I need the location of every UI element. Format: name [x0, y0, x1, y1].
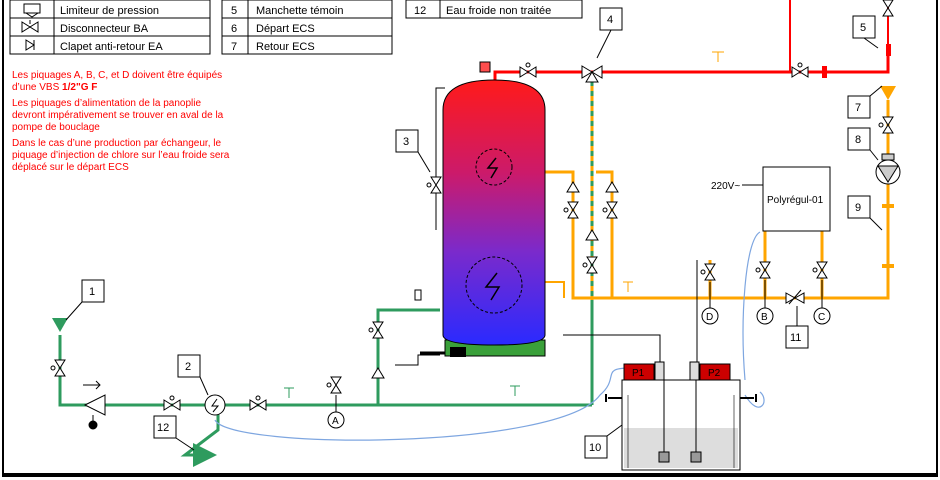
test-sleeve-red — [822, 66, 827, 78]
legend-middle: 5 Manchette témoin 6 Départ ECS 7 Retour… — [221, 0, 393, 55]
pump-p2-label: P2 — [708, 368, 721, 379]
callout-3: 3 — [403, 136, 409, 148]
pipe-supports-green — [284, 385, 520, 398]
legend-right: 12 Eau froide non traitée — [405, 0, 583, 19]
controller-name: Polyrégul-01 — [767, 195, 824, 206]
point-a: A — [332, 416, 339, 427]
note-line-8: déplacé sur le départ ECS — [12, 162, 129, 173]
cold-inlet-funnel — [52, 318, 68, 332]
legend-left: Limiteur de pression Disconnecteur BA Cl… — [9, 0, 211, 55]
note-line-1: Les piquages A, B, C, et D doivent être … — [12, 70, 222, 81]
controller-cable — [742, 231, 761, 381]
hot-water-pipes — [493, 0, 890, 80]
note-line-4: devront impérativement se trouver en ava… — [12, 110, 224, 121]
callout-12: 12 — [157, 422, 169, 434]
valves — [50, 0, 894, 430]
return-inlet-funnel — [880, 86, 896, 100]
pump-p1 — [623, 363, 655, 381]
legend-item-cold-water: Eau froide non traitée — [446, 5, 551, 17]
test-sleeve-hot — [886, 44, 891, 56]
plug-left-icon — [605, 394, 622, 402]
legend-item-sleeve: Manchette témoin — [256, 5, 343, 17]
legend-item-hot-outlet: Départ ECS — [256, 23, 315, 35]
drain-valve-icon — [450, 347, 466, 357]
point-b: B — [761, 312, 768, 323]
callout-10: 10 — [589, 442, 601, 454]
pump-cable — [744, 391, 765, 408]
controller: Polyrégul-01 220V~ — [711, 166, 831, 232]
note-line-7: piquage d’injection de chlore sur l’eau … — [12, 150, 230, 161]
point-c: C — [818, 312, 825, 323]
callout-7: 7 — [855, 102, 861, 114]
pump-p1-label: P1 — [632, 368, 645, 379]
return-pipes — [545, 100, 890, 300]
point-d: D — [706, 312, 713, 323]
hot-water-tank — [420, 61, 546, 357]
safety-valve-icon — [479, 61, 491, 73]
flow-arrow-icon — [83, 380, 101, 390]
legend-num-7: 7 — [231, 41, 237, 53]
callout-9: 9 — [855, 202, 861, 214]
legend-item-hot-return: Retour ECS — [256, 41, 315, 53]
legend-item-check-valve: Clapet anti-retour EA — [60, 41, 163, 53]
callout-2: 2 — [185, 361, 191, 373]
callout-11: 11 — [790, 332, 801, 344]
note-line-5: pompe de bouclage — [12, 122, 100, 133]
note-line-3: Les piquages d’alimentation de la panopl… — [12, 98, 201, 109]
tap-points: A B C D — [327, 280, 831, 429]
legend-item-pressure-limiter: Limiteur de pression — [60, 5, 159, 17]
note-line-6: Dans le cas d’une production par échange… — [12, 138, 221, 149]
pump-p2 — [699, 363, 731, 381]
callout-labels: 1 2 3 4 5 7 8 9 10 11 12 — [89, 14, 866, 454]
control-lines — [395, 87, 698, 380]
callout-1: 1 — [89, 286, 95, 298]
callout-5: 5 — [860, 22, 866, 34]
legend-num-12: 12 — [414, 5, 426, 17]
tank-body — [442, 79, 546, 346]
test-sleeve-return — [882, 204, 894, 208]
callouts — [65, 7, 883, 459]
signal-cable — [214, 367, 631, 441]
legend-item-disconnector: Disconnecteur BA — [60, 23, 149, 35]
circulation-pump-icon — [875, 153, 901, 185]
notes: Les piquages A, B, C, et D doivent être … — [12, 70, 230, 173]
test-sleeve-return-2 — [882, 264, 894, 268]
disconnector-icon — [21, 20, 39, 33]
callout-4: 4 — [607, 14, 613, 26]
legend-num-6: 6 — [231, 23, 237, 35]
check-valve-icon — [25, 39, 35, 51]
controller-voltage: 220V~ — [711, 181, 740, 192]
callout-8: 8 — [855, 134, 861, 146]
pressure-limiter-icon — [23, 3, 41, 18]
legend-num-5: 5 — [231, 5, 237, 17]
note-line-2: d’une VBS 1/2"G F — [12, 82, 97, 93]
dosing-station: P1 P2 — [605, 361, 757, 471]
lower-heater-icon — [465, 256, 523, 314]
pipe-supports — [623, 51, 724, 292]
plug-right-icon — [740, 394, 757, 402]
upper-heater-icon — [475, 148, 513, 186]
